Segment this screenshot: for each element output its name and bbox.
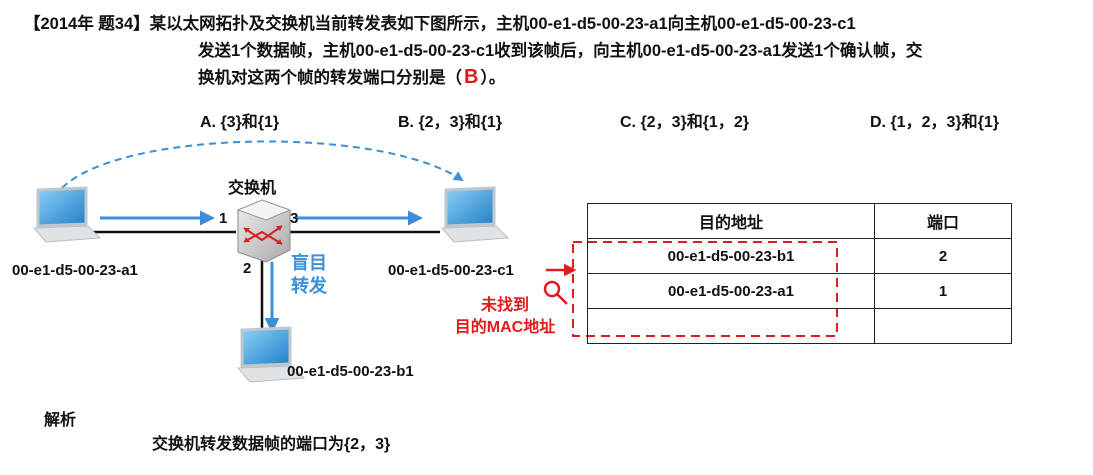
laptop-b-icon — [236, 326, 306, 383]
red-dashed-box — [572, 241, 838, 337]
question-line-1: 【2014年 题34】某以太网拓扑及交换机当前转发表如下图所示，主机00-e1-… — [24, 10, 856, 34]
laptop-a-icon — [32, 186, 102, 243]
option-b: B. {2，3}和{1} — [398, 114, 503, 131]
table-header-row: 目的地址 端口 — [587, 203, 1012, 239]
not-found-line1: 未找到 — [480, 297, 529, 314]
flood-label-line1: 盲目 — [291, 253, 327, 273]
option-d: D. {1，2，3}和{1} — [870, 114, 999, 131]
question-line-3: 换机对这两个帧的转发端口分别是（B）。 — [198, 64, 505, 88]
dashed-path-arrow — [61, 140, 464, 189]
not-found-label: 未找到 目的MAC地址 — [440, 295, 570, 339]
magnifier-icon — [543, 280, 568, 305]
analysis-title: 解析 — [44, 412, 77, 429]
question-text-3-end: ）。 — [480, 69, 506, 87]
header-dest-address: 目的地址 — [587, 203, 875, 239]
host-a-label: 00-e1-d5-00-23-a1 — [12, 262, 138, 279]
switch-icon — [236, 199, 292, 263]
answer-mark: B — [464, 66, 479, 88]
question-text-3: 换机对这两个帧的转发端口分别是（ — [198, 69, 462, 87]
host-c-label: 00-e1-d5-00-23-c1 — [388, 262, 514, 279]
option-a: A. {3}和{1} — [200, 114, 280, 131]
flood-label-line2: 转发 — [291, 276, 327, 296]
question-text-1: 某以太网拓扑及交换机当前转发表如下图所示，主机00-e1-d5-00-23-a1… — [149, 15, 856, 33]
analysis-text: 交换机转发数据帧的端口为{2，3} — [152, 436, 391, 453]
cell-port: 2 — [874, 238, 1012, 274]
cell-address: 00-e1-d5-00-23-b1 — [587, 238, 875, 274]
cell-port: 1 — [874, 273, 1012, 309]
table-row: 00-e1-d5-00-23-b1 2 — [587, 238, 1012, 274]
table-row: 00-e1-d5-00-23-a1 1 — [587, 273, 1012, 309]
cell-port — [874, 308, 1012, 344]
table-row — [587, 308, 1012, 344]
port-1-label: 1 — [219, 210, 228, 227]
port-3-label: 3 — [290, 210, 299, 227]
laptop-c-icon — [440, 186, 510, 243]
cell-address — [587, 308, 875, 344]
option-c: C. {2，3}和{1，2} — [620, 114, 749, 131]
port-2-label: 2 — [243, 260, 252, 277]
switch-label: 交换机 — [228, 180, 277, 197]
host-b-label: 00-e1-d5-00-23-b1 — [287, 363, 414, 380]
forwarding-table: 目的地址 端口 00-e1-d5-00-23-b1 2 00-e1-d5-00-… — [587, 203, 1012, 344]
question-prefix: 【2014年 题34】 — [24, 15, 150, 33]
header-port: 端口 — [874, 203, 1012, 239]
cell-address: 00-e1-d5-00-23-a1 — [587, 273, 875, 309]
not-found-line2: 目的MAC地址 — [454, 319, 556, 336]
flood-label: 盲目 转发 — [291, 252, 327, 298]
question-line-2: 发送1个数据帧，主机00-e1-d5-00-23-c1收到该帧后，向主机00-e… — [198, 42, 923, 60]
